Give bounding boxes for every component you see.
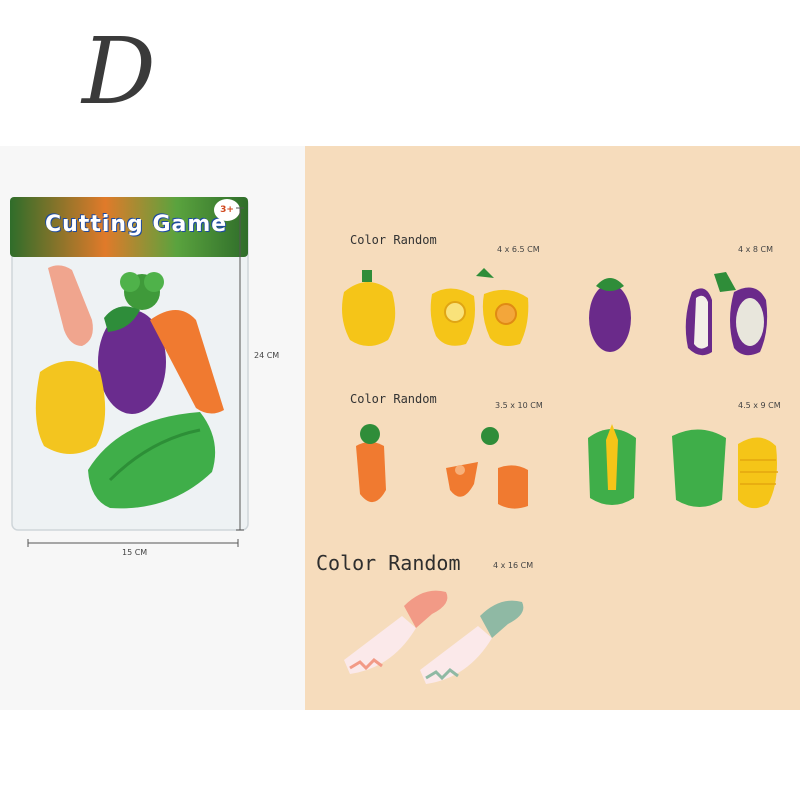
package-width-label: 15 CM [122, 548, 148, 557]
package-title: Cutting Game [45, 212, 228, 237]
package-header-card [10, 197, 248, 257]
color-random-label-2: Color Random [350, 392, 437, 406]
color-random-label-1: Color Random [350, 233, 437, 247]
package-pepper [35, 361, 106, 454]
package-knife-handle [48, 265, 93, 346]
pepper-cut [430, 268, 529, 346]
eggplant-whole [589, 278, 631, 352]
eggplant-size-label: 4 x 8 CM [738, 245, 774, 254]
carrot-whole [356, 424, 386, 503]
color-random-label-3: Color Random [316, 551, 461, 575]
package-eggplant [98, 310, 166, 414]
package-age-badge: 3+ [214, 199, 240, 221]
variant-label: D [82, 18, 156, 125]
package-carrot [150, 310, 224, 414]
eggplant-cut [685, 272, 768, 356]
knife-size-label: 4 x 16 CM [493, 561, 534, 570]
pepper-whole [342, 270, 396, 346]
package-corn [88, 412, 216, 509]
pieces-photo-panel [305, 146, 800, 710]
knife-teal [420, 600, 524, 684]
package-height-label: 24 CM [254, 351, 280, 360]
corn-cut [672, 429, 778, 509]
carrot-size-label: 3.5 x 10 CM [495, 401, 543, 410]
carrot-cut [446, 427, 528, 509]
pepper-size-label: 4 x 6.5 CM [497, 245, 540, 254]
corn-size-label: 4.5 x 9 CM [738, 401, 781, 410]
corn-whole [588, 424, 636, 505]
knife-pink [344, 590, 448, 674]
